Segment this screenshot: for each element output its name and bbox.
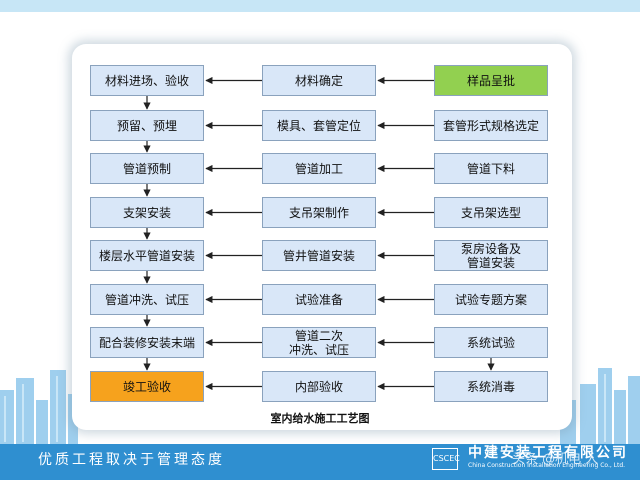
diagram-title: 室内给水施工工艺图 bbox=[270, 412, 370, 425]
footer-bar bbox=[0, 444, 640, 480]
node-left-7: 配合装修安装末端 bbox=[90, 327, 204, 358]
company-logo: CSCEC bbox=[432, 448, 460, 470]
node-right-5: 泵房设备及 管道安装 bbox=[434, 240, 548, 271]
node-left-3: 管道预制 bbox=[90, 153, 204, 184]
footer-slogan: 优质工程取决于管理态度 bbox=[38, 452, 225, 468]
node-right-7: 系统试验 bbox=[434, 327, 548, 358]
node-left-4: 支架安装 bbox=[90, 197, 204, 228]
node-middle-6: 试验准备 bbox=[262, 284, 376, 315]
node-right-1: 样品呈批 bbox=[434, 65, 548, 96]
node-middle-8: 内部验收 bbox=[262, 371, 376, 402]
node-left-5: 楼层水平管道安装 bbox=[90, 240, 204, 271]
node-middle-7: 管道二次 冲洗、试压 bbox=[262, 327, 376, 358]
node-middle-4: 支吊架制作 bbox=[262, 197, 376, 228]
node-left-2: 预留、预埋 bbox=[90, 110, 204, 141]
node-right-3: 管道下料 bbox=[434, 153, 548, 184]
node-left-8: 竣工验收 bbox=[90, 371, 204, 402]
node-right-4: 支吊架选型 bbox=[434, 197, 548, 228]
node-right-8: 系统消毒 bbox=[434, 371, 548, 402]
company-name-zh: 中建安装工程有限公司 bbox=[468, 445, 628, 461]
node-right-6: 试验专题方案 bbox=[434, 284, 548, 315]
company-name-en: China Construction Installation Engineer… bbox=[468, 462, 626, 469]
node-left-1: 材料进场、验收 bbox=[90, 65, 204, 96]
source-watermark: 头条 @机电 人 bbox=[512, 452, 599, 467]
top-band bbox=[0, 0, 640, 12]
node-middle-2: 模具、套管定位 bbox=[262, 110, 376, 141]
node-left-6: 管道冲洗、试压 bbox=[90, 284, 204, 315]
node-middle-1: 材料确定 bbox=[262, 65, 376, 96]
node-middle-3: 管道加工 bbox=[262, 153, 376, 184]
node-right-2: 套管形式规格选定 bbox=[434, 110, 548, 141]
node-middle-5: 管井管道安装 bbox=[262, 240, 376, 271]
